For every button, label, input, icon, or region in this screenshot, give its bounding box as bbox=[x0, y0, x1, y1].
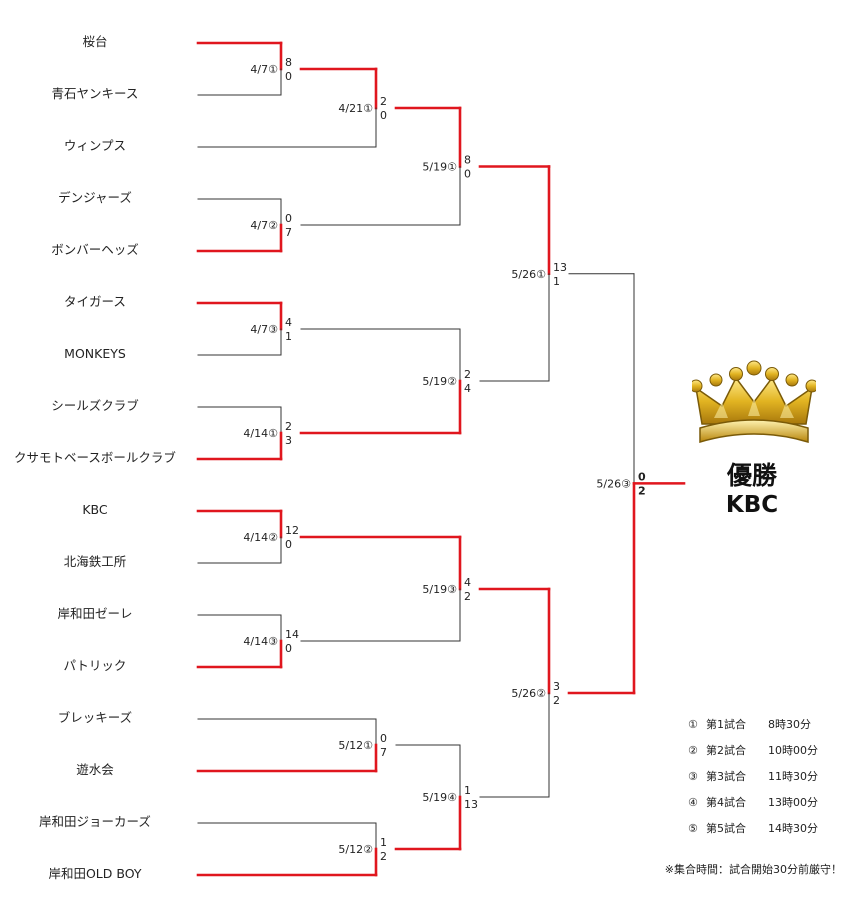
score-top: 12 bbox=[285, 524, 299, 537]
schedule-time: 13時00分 bbox=[768, 796, 818, 809]
schedule-game: 第5試合 bbox=[706, 822, 746, 835]
score-top: 2 bbox=[464, 368, 471, 381]
score-top: 8 bbox=[285, 56, 292, 69]
score-top: 2 bbox=[285, 420, 292, 433]
match-date: 4/14③ bbox=[243, 635, 278, 648]
score-bottom: 0 bbox=[285, 70, 292, 83]
team-name: 岸和田ゼーレ bbox=[57, 606, 133, 621]
champion-team: KBC bbox=[725, 492, 779, 518]
match-date: 4/14① bbox=[243, 427, 278, 440]
team-name: 青石ヤンキース bbox=[51, 86, 139, 101]
score-top: 1 bbox=[380, 836, 387, 849]
score-top: 0 bbox=[380, 732, 387, 745]
team-name: デンジャーズ bbox=[58, 190, 132, 205]
score-bottom: 0 bbox=[380, 109, 387, 122]
team-name: パトリック bbox=[63, 658, 127, 673]
score-top: 0 bbox=[285, 212, 292, 225]
score-bottom: 0 bbox=[464, 168, 471, 181]
score-bottom: 0 bbox=[285, 642, 292, 655]
team-name: ウィンプス bbox=[63, 138, 127, 153]
score-top: 13 bbox=[553, 261, 567, 274]
champion-label: 優勝 bbox=[726, 461, 777, 490]
schedule-row: ① 第1試合 8時30分 bbox=[688, 718, 811, 732]
team-name: 岸和田ジョーカーズ bbox=[39, 814, 151, 829]
schedule-number: ③ bbox=[688, 770, 698, 783]
match-date: 5/19① bbox=[422, 161, 457, 174]
team-name: 遊水会 bbox=[76, 762, 114, 777]
score-top: 2 bbox=[380, 95, 387, 108]
schedule-row: ⑤ 第5試合 14時30分 bbox=[688, 822, 818, 836]
match-date: 5/19② bbox=[422, 375, 457, 388]
score-top: 3 bbox=[553, 680, 560, 693]
schedule-game: 第2試合 bbox=[706, 744, 746, 757]
schedule-number: ② bbox=[688, 744, 698, 757]
team-name: ブレッキーズ bbox=[57, 710, 133, 725]
team-name: タイガース bbox=[64, 294, 126, 309]
match-date: 5/12① bbox=[338, 739, 373, 752]
team-name: シールズクラブ bbox=[51, 398, 139, 413]
score-bottom: 1 bbox=[285, 330, 292, 343]
match-date: 4/7① bbox=[250, 63, 278, 76]
schedule-number: ① bbox=[688, 718, 698, 731]
match-date: 4/14② bbox=[243, 531, 278, 544]
score-top: 8 bbox=[464, 154, 471, 167]
schedule-time: 11時30分 bbox=[768, 770, 818, 783]
score-bottom: 1 bbox=[553, 275, 560, 288]
match-date: 4/21① bbox=[338, 102, 373, 115]
score-bottom: 3 bbox=[285, 434, 292, 447]
score-bottom: 7 bbox=[285, 226, 292, 239]
score-bottom: 4 bbox=[464, 382, 471, 395]
crown-icon bbox=[692, 360, 816, 444]
score-bottom: 2 bbox=[380, 850, 387, 863]
score-top: 4 bbox=[464, 576, 471, 589]
schedule-row: ③ 第3試合 11時30分 bbox=[688, 770, 818, 784]
match-date: 5/26② bbox=[511, 687, 546, 700]
schedule-game: 第4試合 bbox=[706, 796, 746, 809]
schedule-row: ④ 第4試合 13時00分 bbox=[688, 796, 818, 810]
score-bottom: 7 bbox=[380, 746, 387, 759]
score-bottom: 2 bbox=[464, 590, 471, 603]
schedule-number: ⑤ bbox=[688, 822, 698, 835]
match-date: 5/19③ bbox=[422, 583, 457, 596]
match-date: 5/26① bbox=[511, 268, 546, 281]
schedule-time: 8時30分 bbox=[768, 718, 811, 731]
match-date: 5/26③ bbox=[596, 477, 631, 490]
match-date: 5/19④ bbox=[422, 791, 457, 804]
score-bottom: 0 bbox=[285, 538, 292, 551]
team-name: 桜台 bbox=[82, 34, 108, 49]
team-name: ボンバーヘッズ bbox=[51, 242, 139, 257]
match-date: 4/7③ bbox=[250, 323, 278, 336]
match-date: 4/7② bbox=[250, 219, 278, 232]
team-name: MONKEYS bbox=[64, 346, 126, 361]
footnote: ※集合時間：試合開始30分前厳守！ bbox=[664, 863, 842, 876]
team-name: クサモトベースボールクラブ bbox=[14, 450, 176, 465]
score-bottom: 13 bbox=[464, 798, 478, 811]
schedule-time: 10時00分 bbox=[768, 744, 818, 757]
score-top: 4 bbox=[285, 316, 292, 329]
score-bottom: 2 bbox=[638, 484, 646, 497]
schedule-row: ② 第2試合 10時00分 bbox=[688, 744, 818, 758]
score-top: 0 bbox=[638, 470, 646, 483]
team-name: 岸和田OLD BOY bbox=[48, 866, 142, 881]
score-top: 1 bbox=[464, 784, 471, 797]
schedule-game: 第1試合 bbox=[706, 718, 746, 731]
schedule-number: ④ bbox=[688, 796, 698, 809]
score-top: 14 bbox=[285, 628, 299, 641]
score-bottom: 2 bbox=[553, 694, 560, 707]
schedule-game: 第3試合 bbox=[706, 770, 746, 783]
team-name: KBC bbox=[82, 502, 108, 517]
team-name: 北海鉄工所 bbox=[63, 554, 127, 569]
schedule-time: 14時30分 bbox=[768, 822, 818, 835]
match-date: 5/12② bbox=[338, 843, 373, 856]
